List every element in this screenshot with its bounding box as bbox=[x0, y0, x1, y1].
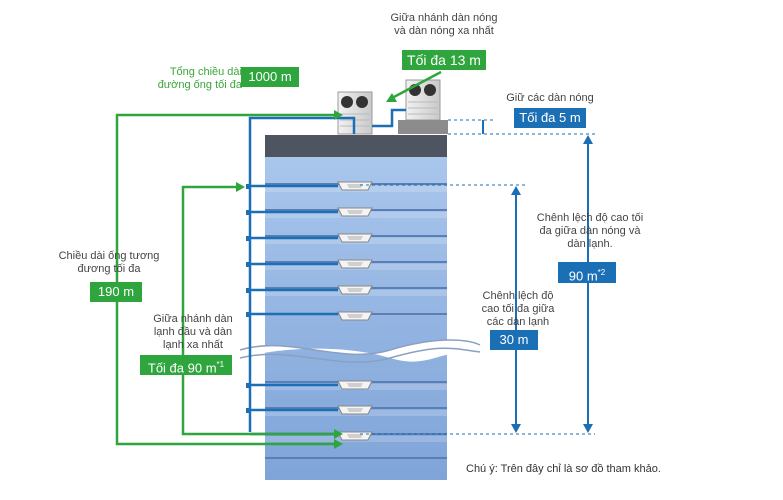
blue-piping bbox=[248, 108, 406, 436]
ceiling-cassette-icon bbox=[337, 181, 373, 441]
arrow-head-icon bbox=[511, 424, 521, 433]
indoor-branch-footnote: *1 bbox=[216, 360, 225, 369]
equiv-length-title: Chiều dài ống tương đương tối đa bbox=[58, 250, 160, 275]
height-outdoor-indoor-value: 90 m bbox=[568, 268, 598, 284]
equiv-length-badge: 190 m bbox=[90, 282, 142, 302]
equivalent-length-arrow bbox=[115, 113, 338, 446]
outdoor-branch-badge: Tối đa 13 m bbox=[402, 50, 486, 70]
arrow-head-icon bbox=[386, 93, 397, 102]
dimension-arrows bbox=[482, 120, 589, 426]
arrow-head-icon bbox=[334, 110, 343, 120]
outdoor-branch-title: Giữa nhánh dàn nóng và dàn nóng xa nhất bbox=[390, 12, 498, 37]
total-length-title: Tổng chiều dài đường ống tối đa bbox=[157, 66, 242, 91]
height-outdoor-indoor-title: Chênh lệch độ cao tối đa giữa dàn nóng v… bbox=[536, 212, 644, 250]
arrow-head-icon bbox=[583, 424, 593, 433]
total-length-badge: 1000 m bbox=[241, 67, 299, 87]
arrow-head-icon bbox=[511, 186, 521, 195]
height-outdoor-indoor-footnote: *2 bbox=[597, 268, 606, 277]
reference-lines bbox=[360, 119, 595, 435]
arrow-head-icon bbox=[236, 182, 245, 192]
height-indoor-badge: 30 m bbox=[490, 330, 538, 350]
outdoor-unit-platform bbox=[398, 120, 448, 134]
indoor-branch-arrow bbox=[181, 185, 338, 436]
arrow-head-icon bbox=[583, 135, 593, 144]
arrow-head-icon bbox=[334, 439, 343, 449]
building-roof bbox=[265, 135, 447, 157]
outdoor-units-badge: Tối đa 5 m bbox=[514, 108, 586, 128]
outdoor-units-title: Giữ các dàn nóng bbox=[506, 92, 594, 104]
outdoor-branch-arrow bbox=[391, 70, 442, 100]
indoor-branch-title: Giữa nhánh dàn lạnh đầu và dàn lạnh xa n… bbox=[153, 313, 233, 351]
height-indoor-title: Chênh lệch độ cao tối đa giữa các dàn lạ… bbox=[481, 290, 555, 328]
indoor-branch-value: Tối đa 90 m bbox=[147, 360, 217, 376]
break-wave bbox=[240, 340, 480, 362]
indoor-branch-badge: Tối đa 90 m*1 bbox=[140, 355, 232, 375]
reference-note: Chú ý: Trên đây chỉ là sơ đồ tham khảo. bbox=[466, 463, 661, 475]
height-outdoor-indoor-badge: 90 m*2 bbox=[558, 262, 616, 283]
outdoor-ac-unit-icon bbox=[405, 79, 441, 121]
arrow-head-icon bbox=[334, 429, 343, 439]
